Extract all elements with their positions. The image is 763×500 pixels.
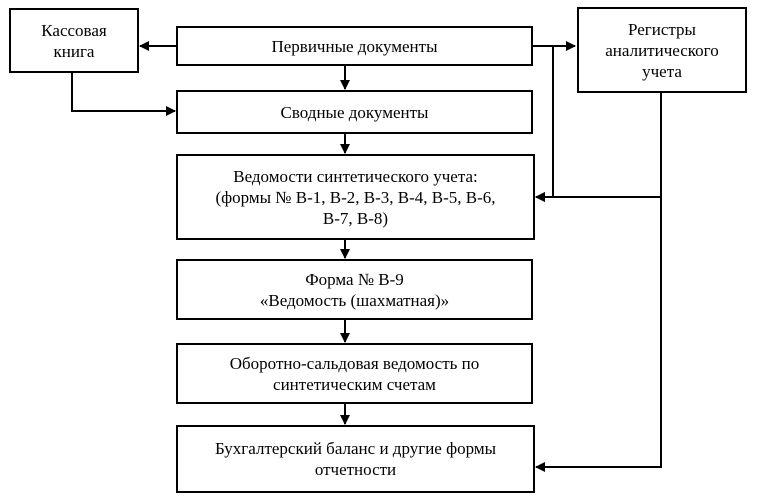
analytic-registers-box: Регистры аналитического учета xyxy=(577,7,747,93)
arrow-cashbook-to-summary xyxy=(71,73,176,116)
synthetic-statements-label: Ведомости синтетического учета: (формы №… xyxy=(215,166,496,228)
arrow-primary-to-synthetic xyxy=(535,46,554,202)
arrow-registers-to-balance xyxy=(535,197,662,472)
turnover-balance-box: Оборотно-сальдовая ведомость по синтетич… xyxy=(176,343,533,404)
summary-documents-label: Сводные документы xyxy=(280,102,429,122)
primary-documents-box: Первичные документы xyxy=(176,26,533,66)
balance-sheet-box: Бухгалтерский баланс и другие формы отче… xyxy=(176,425,535,493)
synthetic-statements-box: Ведомости синтетического учета: (формы №… xyxy=(176,154,535,240)
arrow-registers-to-synthetic xyxy=(535,93,662,202)
balance-sheet-label: Бухгалтерский баланс и другие формы отче… xyxy=(214,439,497,479)
form-v9-label: Форма № В-9 «Ведомость (шахматная)» xyxy=(259,269,450,310)
summary-documents-box: Сводные документы xyxy=(176,90,533,134)
turnover-balance-label: Оборотно-сальдовая ведомость по синтетич… xyxy=(229,353,480,394)
cash-book-box: Кассовая книга xyxy=(9,8,139,73)
form-v9-box: Форма № В-9 «Ведомость (шахматная)» xyxy=(176,259,533,320)
cash-book-label: Кассовая книга xyxy=(41,20,107,61)
analytic-registers-label: Регистры аналитического учета xyxy=(605,19,719,81)
primary-documents-label: Первичные документы xyxy=(271,36,438,56)
